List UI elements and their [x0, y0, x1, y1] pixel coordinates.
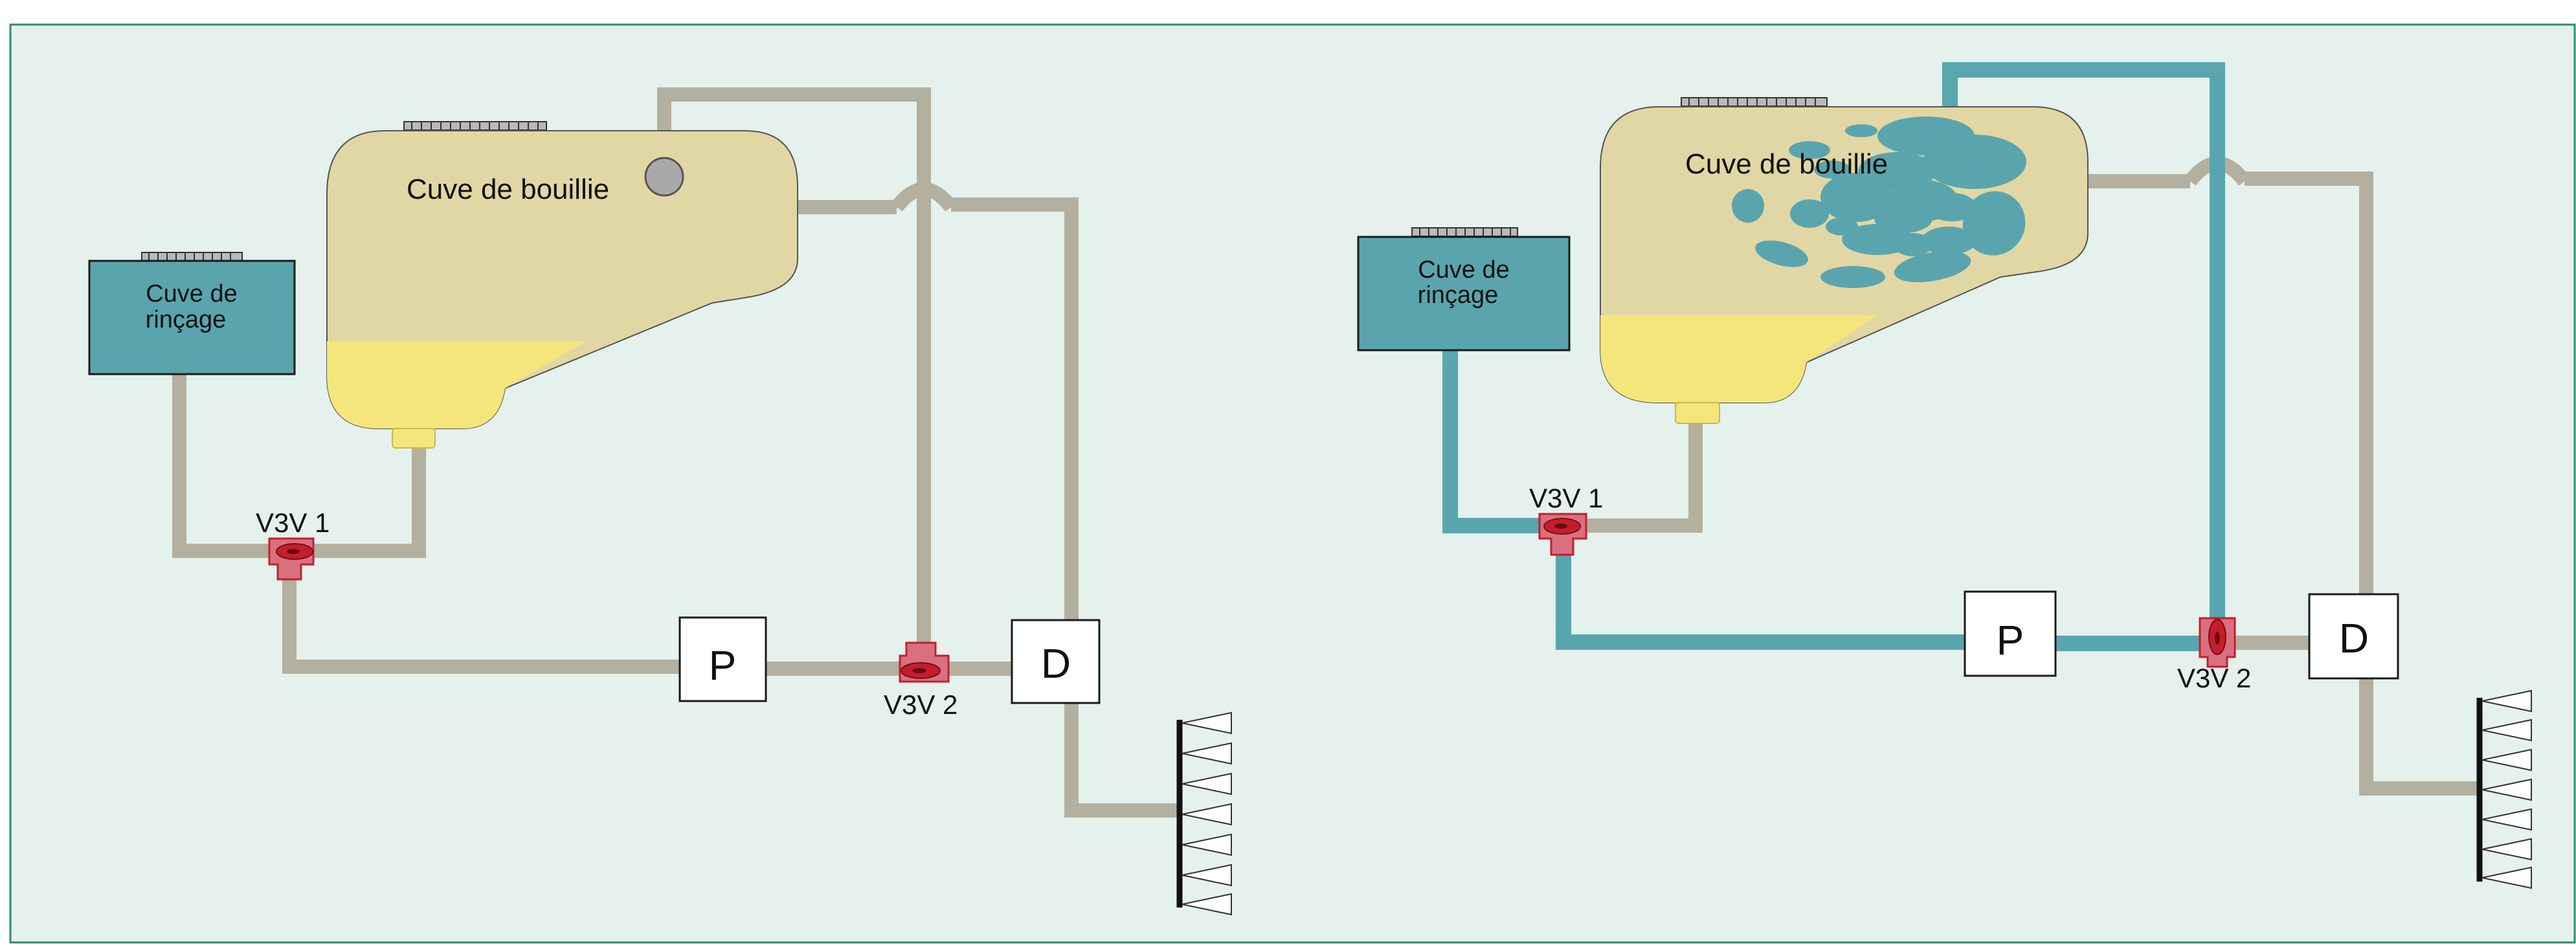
- left-panel: Cuve de rinçage Cuve de bouillie V3V 1 P…: [88, 87, 1232, 916]
- distributor-box: [2308, 593, 2399, 680]
- nozzle-7: [1182, 893, 1232, 916]
- pump-label: P: [709, 642, 737, 689]
- pipe-tank-to-v3v1: [1563, 395, 1703, 533]
- main-tank-label: Cuve de bouillie: [1685, 148, 1888, 180]
- pipe-d-feed: [2245, 172, 2373, 594]
- rinse-tank: [1357, 236, 1571, 351]
- pump-box: [678, 616, 767, 702]
- nozzle-4: [1182, 803, 1232, 826]
- rinse-tank-label-line2: rinçage: [146, 306, 227, 333]
- rinse-tank: [88, 260, 296, 375]
- valve-v3v2-label: V3V 2: [2177, 663, 2251, 693]
- rinse-tank-label-line2: rinçage: [1418, 282, 1499, 309]
- distributor-label: D: [1041, 640, 1071, 687]
- pipe-tank-to-v3v1: [295, 421, 426, 558]
- pipe-rinse-to-v3v1: [172, 374, 295, 558]
- spray-nozzles: [2481, 689, 2532, 889]
- pump-label: P: [1997, 617, 2024, 663]
- pipe-d-feed: [951, 197, 1079, 620]
- rinse-pipe-v3v1-to-pump: [1556, 526, 1965, 650]
- nozzle-4: [2481, 778, 2532, 801]
- main-tank-liquid: [327, 341, 586, 429]
- nozzle-2: [1182, 742, 1232, 765]
- rinse-tank-label-line1: Cuve de: [1418, 256, 1510, 284]
- pipe-d-to-boom: [2359, 677, 2480, 796]
- valve-v3v1: [268, 537, 315, 581]
- main-tank-lid-ticks: [1688, 98, 1816, 106]
- valve-v3v1-label: V3V 1: [1529, 483, 1603, 513]
- nozzle-2: [2481, 719, 2532, 742]
- valve-v3v1-label: V3V 1: [256, 507, 330, 538]
- valve-v3v2-label: V3V 2: [884, 689, 958, 720]
- right-panel: Cuve de rinçage: [1357, 62, 2532, 889]
- rinse-tank-lid-ticks: [1419, 228, 1511, 236]
- valve-v3v2: [899, 641, 950, 683]
- valve-v3v1: [1538, 513, 1587, 556]
- main-tank-lid-ticks: [411, 122, 539, 130]
- nozzle-1: [1182, 711, 1232, 735]
- rinse-tank-label-line1: Cuve de: [146, 280, 238, 307]
- distributor-label: D: [2339, 615, 2369, 662]
- nozzle-1: [2481, 689, 2532, 713]
- nozzle-7: [2481, 866, 2532, 889]
- main-tank-label: Cuve de bouillie: [407, 173, 609, 205]
- return-nozzle: [644, 157, 684, 197]
- distributor-box: [1011, 619, 1101, 704]
- spray-nozzles: [1182, 711, 1232, 916]
- pipe-v3v1-to-pump: [282, 551, 680, 674]
- rinse-tank-lid-ticks: [148, 252, 231, 261]
- rinse-tank-lid: [141, 252, 243, 262]
- pump-box: [1964, 590, 2057, 677]
- nozzle-6: [1182, 863, 1232, 887]
- rinse-splash: [1732, 117, 2026, 288]
- valve-v3v2: [2199, 617, 2236, 668]
- main-tank-outlet: [1675, 402, 1720, 424]
- nozzle-3: [2481, 748, 2532, 772]
- pipe-d-to-boom: [1064, 703, 1180, 818]
- pipe-crossover: [891, 182, 957, 212]
- main-tank-liquid: [1600, 315, 1877, 403]
- nozzle-6: [2481, 838, 2532, 861]
- nozzle-3: [1182, 772, 1232, 796]
- nozzle-5: [1182, 833, 1232, 856]
- nozzle-5: [2481, 808, 2532, 831]
- main-tank-outlet: [392, 428, 436, 449]
- rinse-pipe-tank-to-v3v1: [1442, 350, 1563, 533]
- main-tank-lid: [403, 121, 547, 131]
